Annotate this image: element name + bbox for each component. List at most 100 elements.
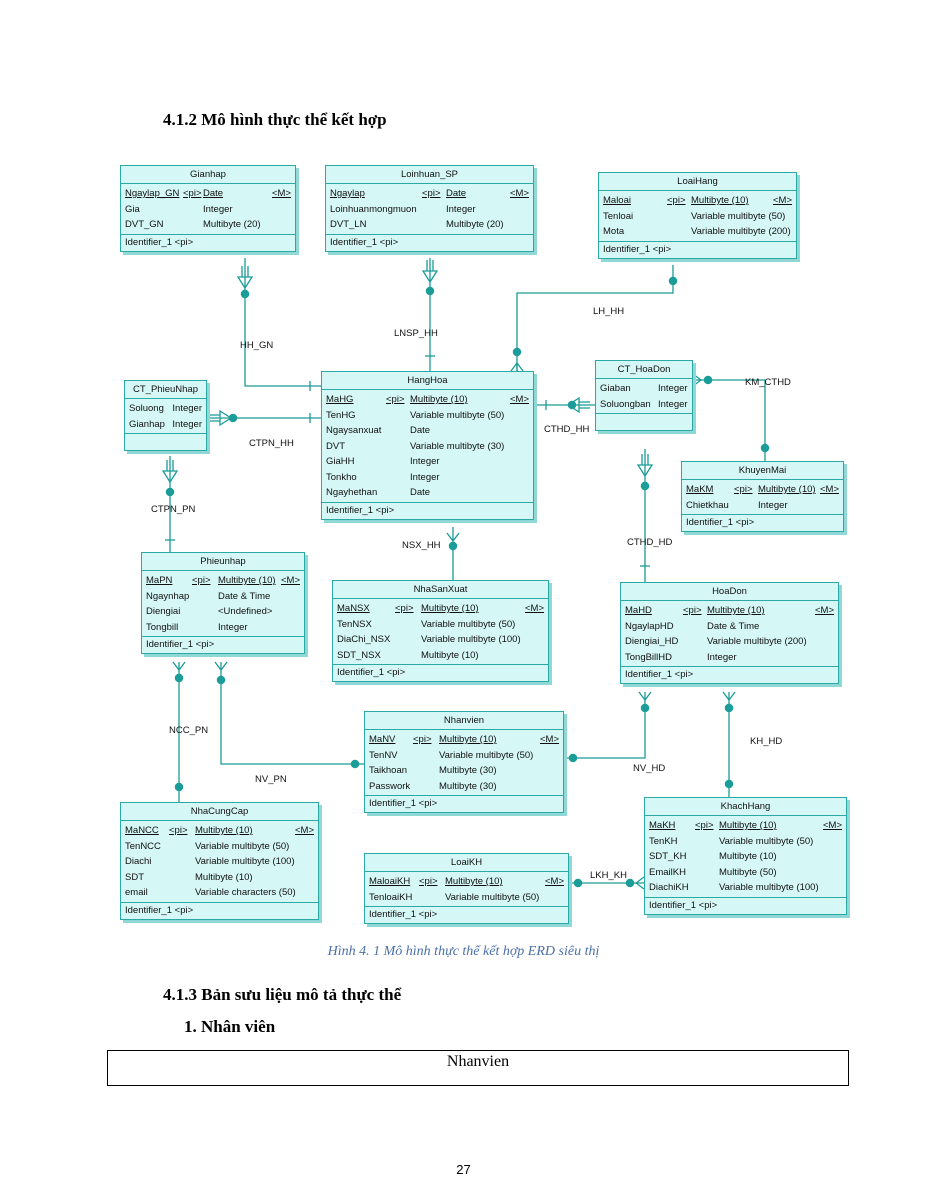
attribute-row: MaPN<pi>Multibyte (10)<M> bbox=[146, 573, 300, 589]
attribute-key bbox=[169, 885, 195, 901]
attribute-key: <pi> bbox=[386, 394, 405, 405]
attribute-type: <Undefined> bbox=[218, 606, 273, 617]
entity-title: Loinhuan_SP bbox=[326, 166, 533, 184]
attribute-key bbox=[419, 890, 445, 906]
rel-label-ctpn-hh: CTPN_HH bbox=[249, 438, 294, 449]
attribute-type: Variable characters (50) bbox=[195, 887, 296, 898]
attribute-type: Variable multibyte (100) bbox=[421, 634, 521, 645]
attribute-key bbox=[386, 408, 410, 424]
attribute-type: Multibyte (10) bbox=[195, 871, 253, 883]
attribute-name: SDT_KH bbox=[649, 851, 687, 862]
entity-identifier: Identifier_1 <pi> bbox=[365, 906, 568, 923]
entity-identifier: Identifier_1 <pi> bbox=[322, 501, 533, 519]
attribute-type: Variable multibyte (200) bbox=[707, 636, 807, 647]
entity-title: NhaCungCap bbox=[121, 803, 318, 821]
attribute-name: NgaylapHD bbox=[625, 620, 674, 632]
attribute-type: Multibyte (10) bbox=[218, 575, 276, 586]
entity-title: Phieunhap bbox=[142, 553, 304, 571]
rel-nv-hd-crow bbox=[638, 691, 652, 702]
attribute-name: MaKH bbox=[649, 820, 676, 831]
attribute-key bbox=[386, 485, 410, 501]
attribute-mandatory: <M> bbox=[271, 188, 291, 199]
attribute-key: <pi> bbox=[419, 876, 438, 887]
rel-nv-hd-dot bbox=[640, 703, 650, 713]
attribute-key: <pi> bbox=[734, 484, 753, 495]
attribute-type: Multibyte (10) bbox=[421, 603, 479, 614]
attribute-name: Ngaynhap bbox=[146, 590, 190, 602]
rel-kh-hd-dot-bottom bbox=[724, 779, 734, 789]
attribute-name: MaNSX bbox=[337, 603, 370, 614]
attribute-key: <pi> bbox=[422, 188, 441, 199]
rel-cthd-hh-dot bbox=[567, 400, 577, 410]
attribute-mandatory: <M> bbox=[524, 603, 544, 614]
attribute-mandatory: <M> bbox=[539, 734, 559, 745]
attribute-mandatory: <M> bbox=[294, 825, 314, 836]
attribute-name: Diengiai bbox=[146, 606, 181, 617]
attribute-name: DiachiKH bbox=[649, 882, 689, 893]
attribute-mandatory: <M> bbox=[280, 575, 300, 586]
attribute-name: Gianhap bbox=[129, 418, 165, 430]
attribute-row: Ngaylap_GN<pi>Date<M> bbox=[125, 186, 291, 202]
rel-kh-hd-dot bbox=[724, 703, 734, 713]
entity-title: KhuyenMai bbox=[682, 462, 843, 480]
attribute-row: GiaHH Integer bbox=[326, 454, 529, 470]
rel-lnsp-hh-dot bbox=[425, 286, 435, 296]
entity-identifier: Identifier_1 <pi> bbox=[333, 664, 548, 681]
rel-label-lkh-kh: LKH_KH bbox=[590, 870, 627, 881]
rel-nv-pn-crow bbox=[214, 661, 228, 672]
entity-identifier: Identifier_1 <pi> bbox=[121, 901, 318, 919]
rel-nv-hd-line bbox=[564, 692, 646, 759]
rel-hh-gn-dot bbox=[240, 289, 250, 299]
rel-label-lnsp-hh: LNSP_HH bbox=[394, 328, 438, 339]
entity-title: HoaDon bbox=[621, 583, 838, 601]
attribute-key bbox=[395, 617, 421, 633]
attribute-type: Integer bbox=[446, 203, 476, 215]
attribute-type: Variable multibyte (50) bbox=[421, 618, 516, 630]
attribute-name: Gia bbox=[125, 203, 140, 215]
attribute-type: Multibyte (30) bbox=[439, 780, 497, 792]
attribute-key bbox=[413, 748, 439, 764]
attribute-name: GiaHH bbox=[326, 456, 355, 467]
attribute-key bbox=[667, 209, 691, 225]
attribute-type: Integer bbox=[658, 383, 688, 394]
attribute-key: <pi> bbox=[667, 195, 686, 206]
rel-label-cthd-hd: CTHD_HD bbox=[627, 537, 673, 548]
attribute-type: Date bbox=[203, 188, 224, 199]
section-heading-4-1-2: 4.1.2 Mô hình thực thể kết hợp bbox=[163, 110, 387, 129]
attribute-name: Taikhoan bbox=[369, 765, 408, 776]
attribute-name: Ngaysanxuat bbox=[326, 425, 382, 436]
attribute-key bbox=[734, 498, 758, 514]
attribute-name: Giaban bbox=[600, 383, 631, 394]
attribute-type: Integer bbox=[410, 456, 440, 467]
attribute-type: Multibyte (10) bbox=[719, 851, 777, 862]
entity-doc-table: Nhanvien bbox=[107, 1050, 849, 1086]
entity-identifier: Identifier_1 <pi> bbox=[599, 240, 796, 258]
attribute-name: email bbox=[125, 887, 148, 898]
attribute-name: MaNCC bbox=[125, 825, 159, 836]
rel-cthd-hd-dot bbox=[640, 481, 650, 491]
rel-lh-hh-line bbox=[516, 265, 674, 371]
